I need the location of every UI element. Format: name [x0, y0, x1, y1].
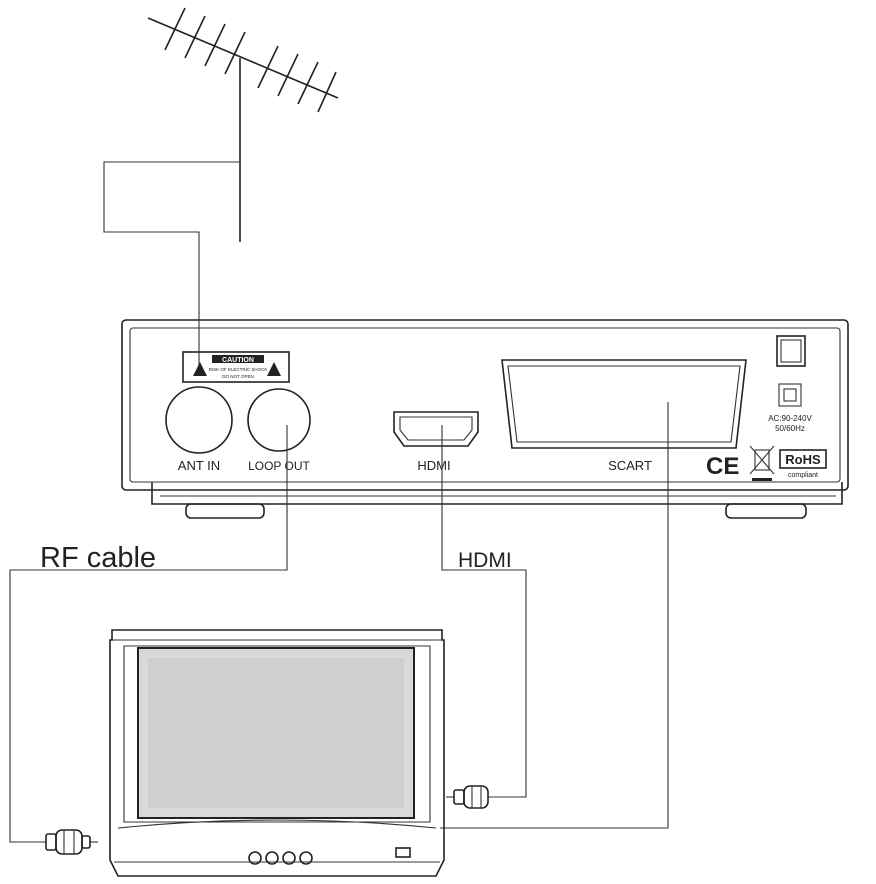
caution-label: CAUTION RISK OF ELECTRIC SHOCK DO NOT OP…: [182, 351, 290, 383]
receiver-box: [121, 319, 849, 519]
loop-out-label: LOOP OUT: [248, 459, 310, 473]
ant-in-label: ANT IN: [178, 458, 220, 473]
receiver-foot-left: [185, 503, 265, 519]
power-spec-frequency: 50/60Hz: [775, 424, 805, 433]
ce-mark: CE: [706, 453, 739, 480]
rohs-text: RoHS: [785, 452, 821, 467]
scart-port[interactable]: [501, 359, 747, 449]
tv-button[interactable]: [248, 851, 262, 865]
television: [109, 629, 445, 877]
tv-button[interactable]: [282, 851, 296, 865]
power-switch[interactable]: [776, 335, 806, 367]
rf-cable-line: [9, 425, 288, 843]
rohs-badge: [779, 449, 827, 469]
rf-cable-label: RF cable: [40, 542, 156, 574]
hdmi-port[interactable]: [393, 411, 479, 447]
warning-triangle-icon: [267, 362, 281, 376]
tv-button[interactable]: [299, 851, 313, 865]
hdmi-cable-label: HDMI: [458, 549, 512, 572]
rohs-compliant-text: compliant: [788, 472, 818, 479]
rf-connector-plug: [45, 829, 98, 855]
hdmi-port-label: HDMI: [417, 458, 450, 473]
hdmi-cable-line: [441, 425, 527, 798]
caution-line2: DO NOT OPEN: [222, 374, 253, 379]
hdmi-connector-plug: [446, 785, 489, 809]
loop-out-port[interactable]: [247, 388, 311, 452]
scart-port-label: SCART: [608, 458, 652, 473]
tv-button[interactable]: [265, 851, 279, 865]
tv-ir-sensor: [395, 847, 411, 858]
double-insulation-icon: [778, 383, 802, 407]
warning-triangle-icon: [193, 362, 207, 376]
ant-in-port[interactable]: [165, 386, 233, 454]
caution-title: CAUTION: [222, 357, 254, 364]
antenna-icon: [103, 7, 339, 372]
scart-cable-line: [440, 402, 669, 829]
power-spec-voltage: AC:90-240V: [768, 414, 812, 423]
receiver-foot-right: [725, 503, 807, 519]
caution-line1: RISK OF ELECTRIC SHOCK: [209, 367, 268, 372]
weee-bin-icon: [749, 445, 775, 481]
